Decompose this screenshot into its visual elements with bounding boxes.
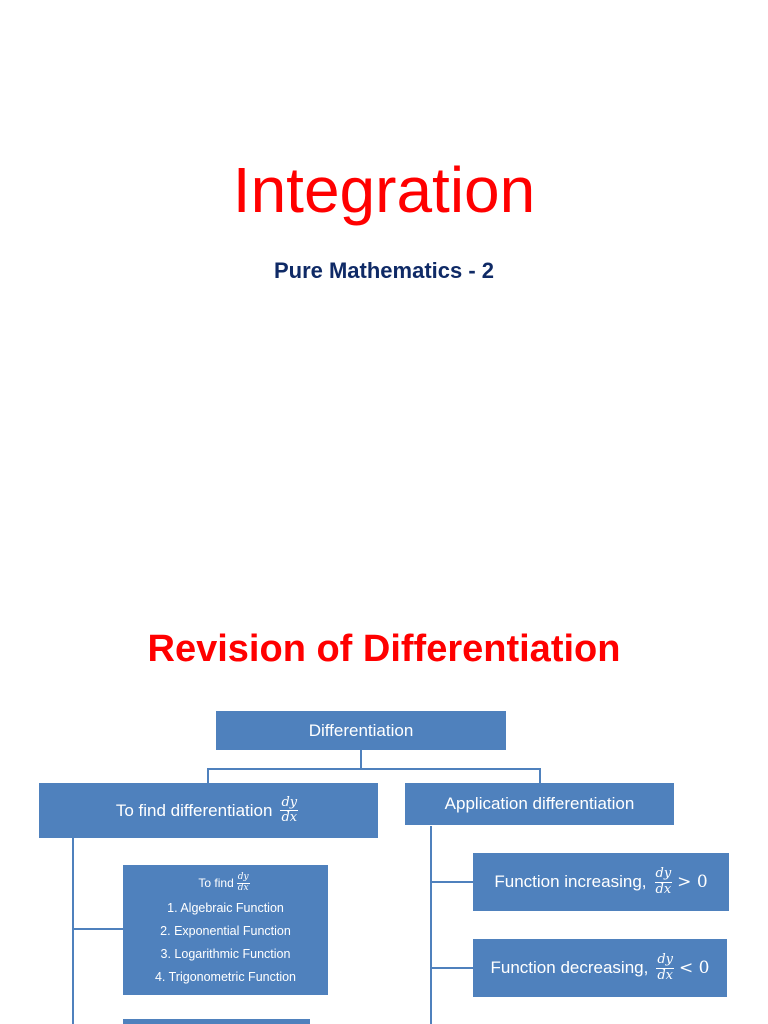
list-item: 2. Exponential Function	[160, 923, 291, 938]
connector-horizontal	[207, 768, 541, 770]
next-box-partial	[123, 1019, 310, 1024]
fraction-denominator: dx	[237, 882, 249, 893]
list-item: 3. Logarithmic Function	[160, 946, 291, 961]
list-item: 4. Trigonometric Function	[154, 969, 297, 984]
slide-subtitle: Pure Mathematics - 2	[273, 258, 495, 283]
dy-dx-fraction: dy dx	[280, 794, 299, 826]
function-increasing-box: Function increasing, dy dx > 0	[473, 853, 729, 911]
fraction-numerator: dy	[654, 866, 673, 883]
fraction-denominator: dx	[657, 967, 673, 983]
application-differentiation-box: Application differentiation	[405, 783, 674, 825]
connector-right-down	[539, 768, 541, 784]
dy-dx-fraction: dy dx	[236, 871, 250, 894]
connector-left-down	[207, 768, 209, 784]
connector-decreasing-branch	[430, 967, 474, 969]
dy-dx-fraction: dy dx	[654, 866, 673, 897]
application-differentiation-label: Application differentiation	[444, 794, 635, 813]
revision-title: Revision of Differentiation	[147, 628, 621, 670]
to-find-label: To find	[198, 875, 234, 890]
to-find-row: To find dy dx	[198, 872, 252, 895]
list-item: 1. Algebraic Function	[167, 900, 284, 915]
less-than-zero: < 0	[679, 958, 710, 978]
connector-root-down	[360, 750, 362, 770]
fraction-numerator: dy	[656, 952, 675, 969]
greater-than-zero: > 0	[677, 872, 708, 892]
differentiation-box: Differentiation	[216, 711, 506, 750]
find-differentiation-box: To find differentiation dy dx	[39, 783, 378, 838]
differentiation-label: Differentiation	[308, 720, 414, 740]
function-types-box: To find dy dx 1. Algebraic Function 2. E…	[123, 865, 328, 995]
slide-title: Integration	[232, 154, 536, 226]
find-differentiation-label: To find differentiation	[115, 800, 273, 820]
connector-increasing-branch	[430, 881, 474, 883]
connector-left-trunk	[72, 838, 74, 1024]
fraction-denominator: dx	[655, 881, 672, 897]
fraction-denominator: dx	[281, 810, 298, 825]
function-decreasing-box: Function decreasing, dy dx < 0	[473, 939, 727, 997]
function-increasing-label: Function increasing,	[494, 872, 647, 891]
fraction-numerator: dy	[280, 794, 299, 811]
connector-right-trunk	[430, 826, 432, 1024]
dy-dx-fraction: dy dx	[656, 952, 675, 983]
connector-list-branch	[72, 928, 124, 930]
fraction-numerator: dy	[236, 871, 250, 884]
function-decreasing-label: Function decreasing,	[490, 958, 649, 977]
